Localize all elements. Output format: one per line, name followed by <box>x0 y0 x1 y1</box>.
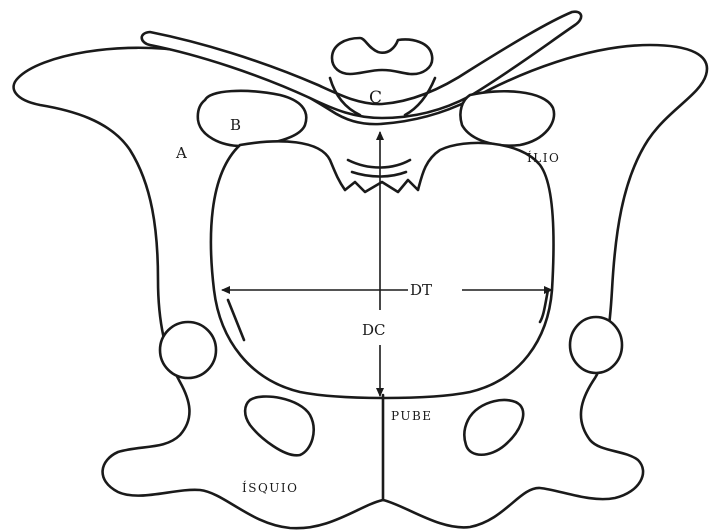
label-a: A <box>175 144 187 162</box>
label-dc: DC <box>362 321 386 339</box>
acetabulum-right <box>570 317 622 373</box>
label-isquio: ÍSQUIO <box>242 480 299 495</box>
label-dt: DT <box>410 281 432 299</box>
sacroiliac-right <box>460 91 554 145</box>
label-pube: PUBE <box>391 409 433 423</box>
sacroiliac-left <box>198 91 306 146</box>
label-ilio: ÍLIO <box>527 150 560 165</box>
label-b: B <box>230 116 241 134</box>
vertebra-body <box>332 38 432 74</box>
acetabulum-left <box>160 322 216 378</box>
label-c: C <box>369 88 382 108</box>
